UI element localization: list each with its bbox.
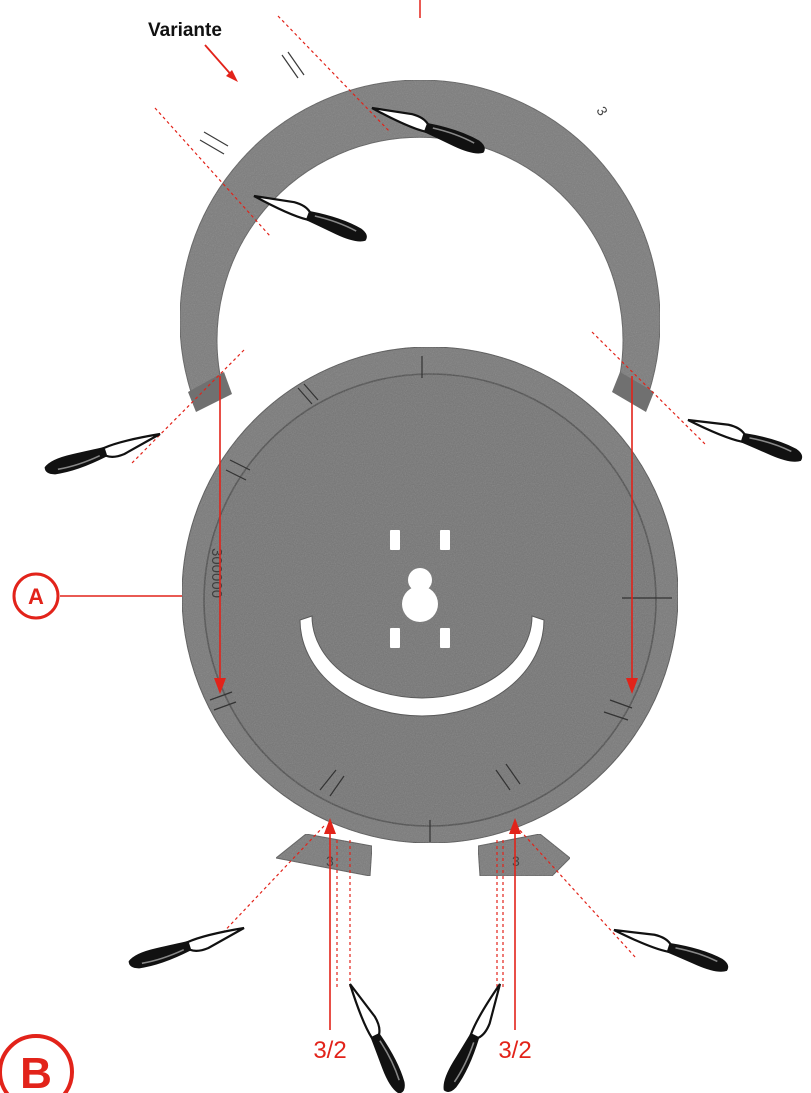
measure-label-right: 3/2 xyxy=(498,1037,531,1064)
callout-b: B xyxy=(0,1034,74,1093)
variant-ring-mark-number: 3 xyxy=(593,104,611,119)
measure-label-left: 3/2 xyxy=(313,1037,346,1064)
variant-ring-score-marks xyxy=(199,51,305,155)
fold-arrow-bottom-right xyxy=(509,818,521,1030)
svg-text:B: B xyxy=(20,1049,52,1093)
svg-text:A: A xyxy=(28,584,44,609)
callout-a: A xyxy=(12,572,182,620)
disc-score-ticks xyxy=(209,356,672,842)
variant-ring-tab-left xyxy=(188,372,232,412)
cut-lines xyxy=(129,15,707,988)
fold-arrow-right xyxy=(626,376,638,694)
fold-arrow-bottom-left xyxy=(324,818,336,1030)
variant-ring-tab-right xyxy=(612,372,654,412)
knife-icon xyxy=(684,411,807,467)
fold-arrow-left xyxy=(214,376,226,694)
variant-arrow xyxy=(204,44,238,82)
knife-icon xyxy=(610,921,733,977)
knife-icon xyxy=(438,979,509,1093)
knife-icon xyxy=(341,979,412,1093)
knife-icon xyxy=(41,424,164,481)
segment-mark-right: 3 xyxy=(512,853,520,869)
disc-printed-code: 300000 xyxy=(208,548,225,598)
bottom-segment-right xyxy=(477,833,571,877)
variant-ring xyxy=(179,79,661,396)
knife-icon xyxy=(125,918,248,975)
disc-cutouts xyxy=(299,530,545,717)
variant-label: Variante xyxy=(148,20,222,41)
bottom-segment-left xyxy=(274,833,373,877)
